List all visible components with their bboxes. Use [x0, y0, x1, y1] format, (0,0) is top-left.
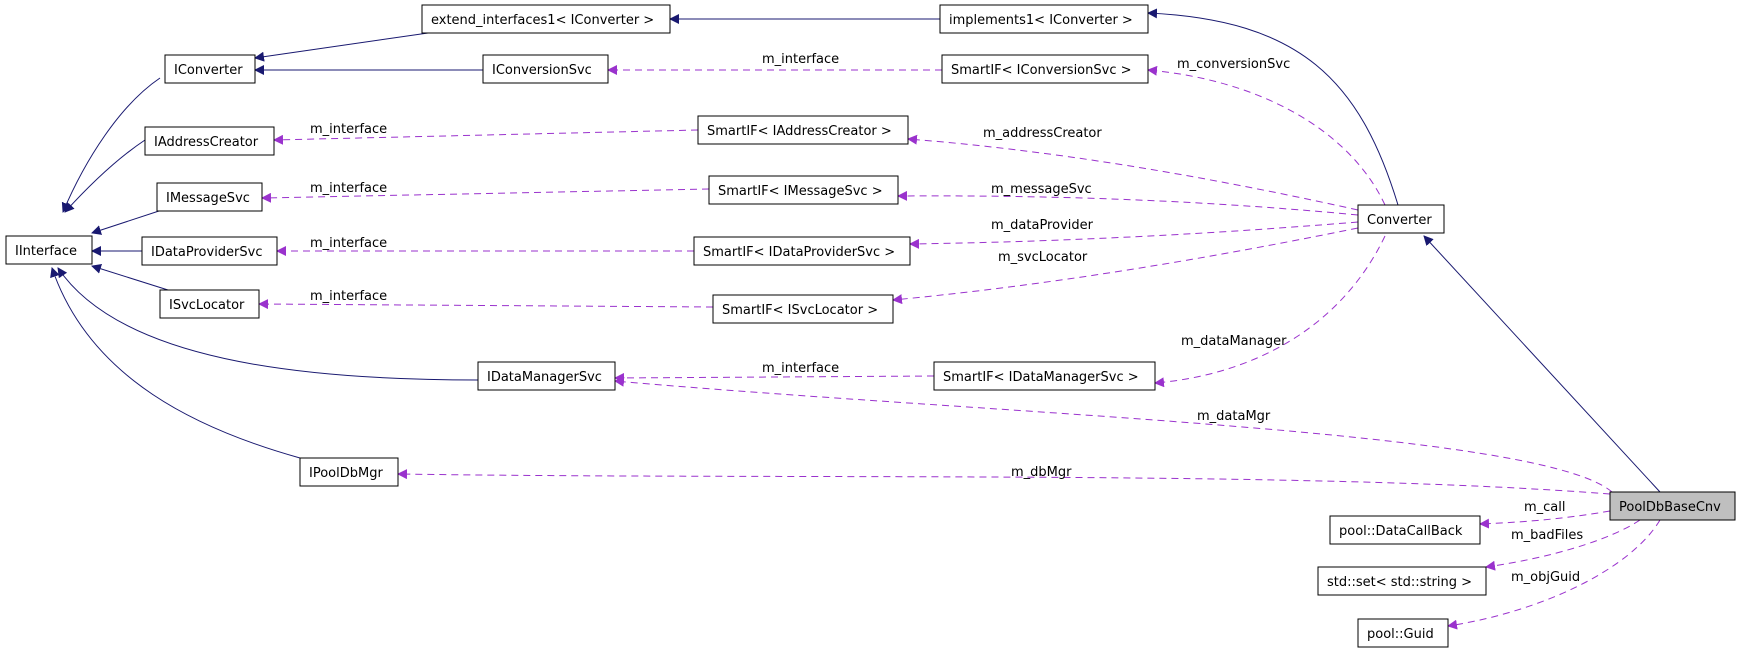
node-label: IInterface	[15, 244, 77, 259]
node-label: PoolDbBaseCnv	[1619, 500, 1721, 515]
label-m-dataprovider: m_dataProvider	[991, 218, 1094, 233]
label-m-badfiles: m_badFiles	[1511, 528, 1583, 543]
label-m-interface-dataprovider: m_interface	[310, 236, 387, 251]
node-label: IConversionSvc	[492, 63, 592, 78]
node-label: SmartIF< IDataProviderSvc >	[703, 245, 895, 260]
node-smartif-iconversionsvc[interactable]: SmartIF< IConversionSvc >	[941, 54, 1149, 84]
label-m-conversionsvc: m_conversionSvc	[1177, 57, 1290, 72]
node-smartif-idataprovidersvc[interactable]: SmartIF< IDataProviderSvc >	[693, 236, 911, 266]
member-edges	[258, 65, 1661, 630]
node-label: pool::DataCallBack	[1339, 524, 1463, 539]
node-ipooldbmgr[interactable]: IPoolDbMgr	[299, 457, 399, 487]
edge-converter-m-messagesvc	[897, 190, 1359, 216]
label-m-datamanager: m_dataManager	[1181, 334, 1287, 349]
node-label: SmartIF< IConversionSvc >	[951, 63, 1132, 78]
node-label: IAddressCreator	[154, 135, 259, 150]
label-m-interface-conversion: m_interface	[762, 52, 839, 67]
node-label: SmartIF< IAddressCreator >	[707, 124, 892, 139]
edge-converter-m-dataprovider	[909, 221, 1359, 249]
edge-pooldbbasecnv-m-dbmgr	[397, 469, 1611, 495]
node-label: Converter	[1367, 213, 1432, 228]
edge-iconverter-to-iinterface	[61, 77, 161, 213]
edge-converter-m-svclocator	[892, 227, 1359, 305]
node-iconverter[interactable]: IConverter	[164, 54, 256, 84]
node-label: implements1< IConverter >	[949, 13, 1133, 28]
node-label: IPoolDbMgr	[309, 466, 383, 481]
node-imessagesvc[interactable]: IMessageSvc	[156, 182, 263, 212]
label-m-messagesvc: m_messageSvc	[991, 182, 1092, 197]
edge-smartif-imessagesvc-m-interface	[261, 188, 710, 203]
label-m-interface-svclocator: m_interface	[310, 289, 387, 304]
node-smartif-imessagesvc[interactable]: SmartIF< IMessageSvc >	[708, 175, 899, 205]
node-label: SmartIF< IMessageSvc >	[718, 184, 883, 199]
edge-pooldbbasecnv-to-converter	[1423, 235, 1661, 493]
node-label: IDataProviderSvc	[151, 245, 263, 260]
label-m-svclocator: m_svcLocator	[998, 250, 1088, 265]
edge-smartif-iaddresscreator-m-interface	[273, 129, 699, 145]
node-iconversionsvc[interactable]: IConversionSvc	[482, 54, 609, 84]
edge-labels: m_interface m_interface m_interface m_in…	[310, 52, 1583, 585]
node-label: pool::Guid	[1367, 627, 1434, 642]
node-iinterface[interactable]: IInterface	[5, 235, 93, 265]
edge-pooldbbasecnv-m-objguid	[1447, 519, 1661, 630]
label-m-dbmgr: m_dbMgr	[1011, 465, 1072, 480]
inheritance-edges	[50, 8, 1661, 493]
node-isvclocator[interactable]: ISvcLocator	[159, 289, 260, 319]
node-datacallback[interactable]: pool::DataCallBack	[1329, 515, 1481, 545]
node-pooldbbasecnv[interactable]: PoolDbBaseCnv	[1609, 491, 1736, 521]
node-label: std::set< std::string >	[1327, 575, 1472, 590]
node-smartif-idatamanagersvc[interactable]: SmartIF< IDataManagerSvc >	[933, 361, 1156, 391]
node-smartif-iaddresscreator[interactable]: SmartIF< IAddressCreator >	[697, 115, 909, 145]
edge-smartif-idatamanagersvc-m-interface	[614, 372, 935, 383]
label-m-call: m_call	[1524, 500, 1566, 515]
node-implements1[interactable]: implements1< IConverter >	[939, 4, 1149, 34]
label-m-addresscreator: m_addressCreator	[983, 126, 1102, 141]
node-label: SmartIF< IDataManagerSvc >	[943, 370, 1139, 385]
label-m-interface-datamanager: m_interface	[762, 361, 839, 376]
node-label: IMessageSvc	[166, 191, 250, 206]
edge-extendinterfaces-to-iconverter	[254, 32, 429, 62]
nodes: IInterface IConverter IAddressCreator IM…	[5, 4, 1736, 648]
edge-pooldbbasecnv-m-datamgr	[614, 376, 1613, 493]
label-m-interface-messagesvc: m_interface	[310, 181, 387, 196]
edge-isvclocator-to-iinterface	[91, 263, 169, 291]
node-label: ISvcLocator	[169, 298, 245, 313]
edge-converter-to-implements1	[1147, 8, 1399, 206]
node-label: SmartIF< ISvcLocator >	[722, 303, 878, 318]
node-converter[interactable]: Converter	[1357, 204, 1445, 234]
node-label: IConverter	[174, 63, 243, 78]
label-m-interface-addresscreator: m_interface	[310, 122, 387, 137]
node-iaddresscreator[interactable]: IAddressCreator	[144, 126, 275, 156]
node-pool-guid[interactable]: pool::Guid	[1357, 618, 1449, 648]
edge-converter-m-addresscreator	[907, 134, 1359, 211]
edge-smartif-isvclocator-m-interface	[258, 299, 714, 310]
node-idatamanagersvc[interactable]: IDataManagerSvc	[477, 361, 616, 391]
node-std-set[interactable]: std::set< std::string >	[1317, 566, 1487, 596]
edge-ipooldbmgr-to-iinterface	[50, 267, 301, 459]
node-idataprovidersvc[interactable]: IDataProviderSvc	[141, 236, 278, 266]
node-label: extend_interfaces1< IConverter >	[431, 13, 654, 28]
node-label: IDataManagerSvc	[487, 370, 602, 385]
node-smartif-isvclocator[interactable]: SmartIF< ISvcLocator >	[712, 294, 894, 324]
edge-iaddresscreator-to-iinterface	[64, 139, 146, 213]
label-m-objguid: m_objGuid	[1511, 570, 1580, 585]
label-m-datamgr: m_dataMgr	[1197, 409, 1271, 424]
edge-converter-m-conversionsvc	[1147, 65, 1386, 206]
edge-converter-m-datamanager	[1154, 235, 1386, 388]
edge-pooldbbasecnv-m-badfiles	[1485, 519, 1641, 571]
edge-idatamanagersvc-to-iinterface	[57, 267, 479, 381]
edge-imessagesvc-to-iinterface	[91, 208, 166, 235]
edge-pooldbbasecnv-m-call	[1479, 510, 1611, 529]
node-extend-interfaces1[interactable]: extend_interfaces1< IConverter >	[421, 4, 671, 34]
